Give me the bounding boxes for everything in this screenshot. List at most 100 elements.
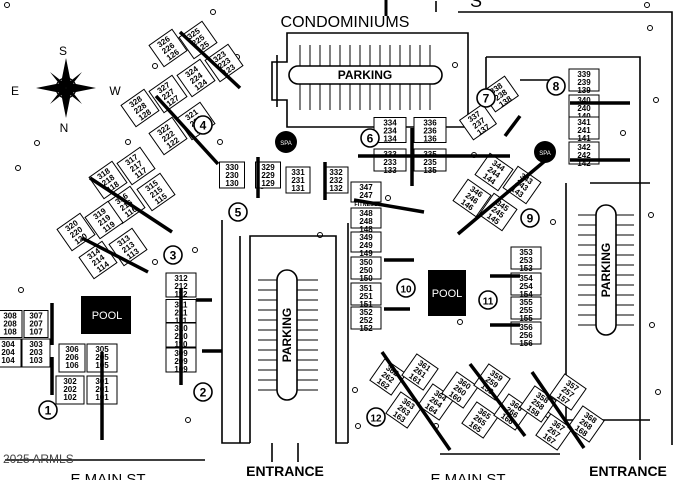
compass: S N E W [11,44,121,135]
unit-number: 348 [359,209,373,218]
breezeway-bar [89,176,173,234]
unit-number: 349 [359,233,373,242]
unit-number: 305 [95,345,109,354]
unit-outline [148,74,188,114]
unit-number: 241 [577,126,591,135]
unit-number: 139 [577,86,591,95]
parking-lot-center [258,269,318,401]
breezeway-bar [380,351,452,451]
unit-number: 234 [383,127,397,136]
unit-number: 149 [359,249,373,258]
unit-333[interactable]: 333233133 [373,148,407,175]
unit-number: 355 [519,298,533,307]
building-4: 3262261263252251253232231233242241243272… [120,20,244,156]
unit-outline [510,296,542,320]
unit-number: 130 [225,179,239,188]
unit-outline [116,146,156,186]
breezeway-bar [468,362,527,438]
unit-number: 247 [359,191,373,200]
building-number-badge: 12 [366,407,386,427]
unit-number: 154 [519,290,533,299]
building-number: 7 [483,92,490,106]
street-label-left: E MAIN ST [70,471,145,480]
unit-outline [23,310,49,338]
unit-outline [452,178,492,218]
unit-number: 136 [423,135,437,144]
unit-number: 352 [359,308,373,317]
unit-number: 131 [291,184,305,193]
unit-number: 235 [423,158,437,167]
unit-number: 152 [359,324,373,333]
unit-number: 212 [174,282,188,291]
unit-number: 254 [519,282,533,291]
breezeway-bar [154,94,220,166]
unit-outline [350,207,382,229]
parking-lot-top [288,45,443,110]
unit-outline [510,321,542,345]
unit-number: 336 [423,119,437,128]
spa-label-right: SPA [539,151,551,157]
unit-335[interactable]: 335235135 [413,148,447,175]
unit-outline [401,353,439,391]
unit-outline [568,68,600,92]
parking-label-top: PARKING [338,68,392,82]
unit-number: 253 [519,256,533,265]
entrance-label-left: ENTRANCE [246,463,324,479]
building-number: 12 [370,414,382,425]
unit-number: 252 [359,316,373,325]
building-number: 6 [367,132,374,146]
building-number-badge: 2 [193,382,213,402]
unit-outline [568,116,600,140]
unit-number: 312 [174,274,188,283]
unit-outline [441,371,479,409]
unit-number: 306 [65,345,79,354]
building-number-badge: 9 [520,208,540,228]
breezeway-bar [353,198,425,214]
breezeway-bar [81,236,149,274]
unit-number: 104 [1,356,15,365]
unit-number: 334 [383,119,397,128]
